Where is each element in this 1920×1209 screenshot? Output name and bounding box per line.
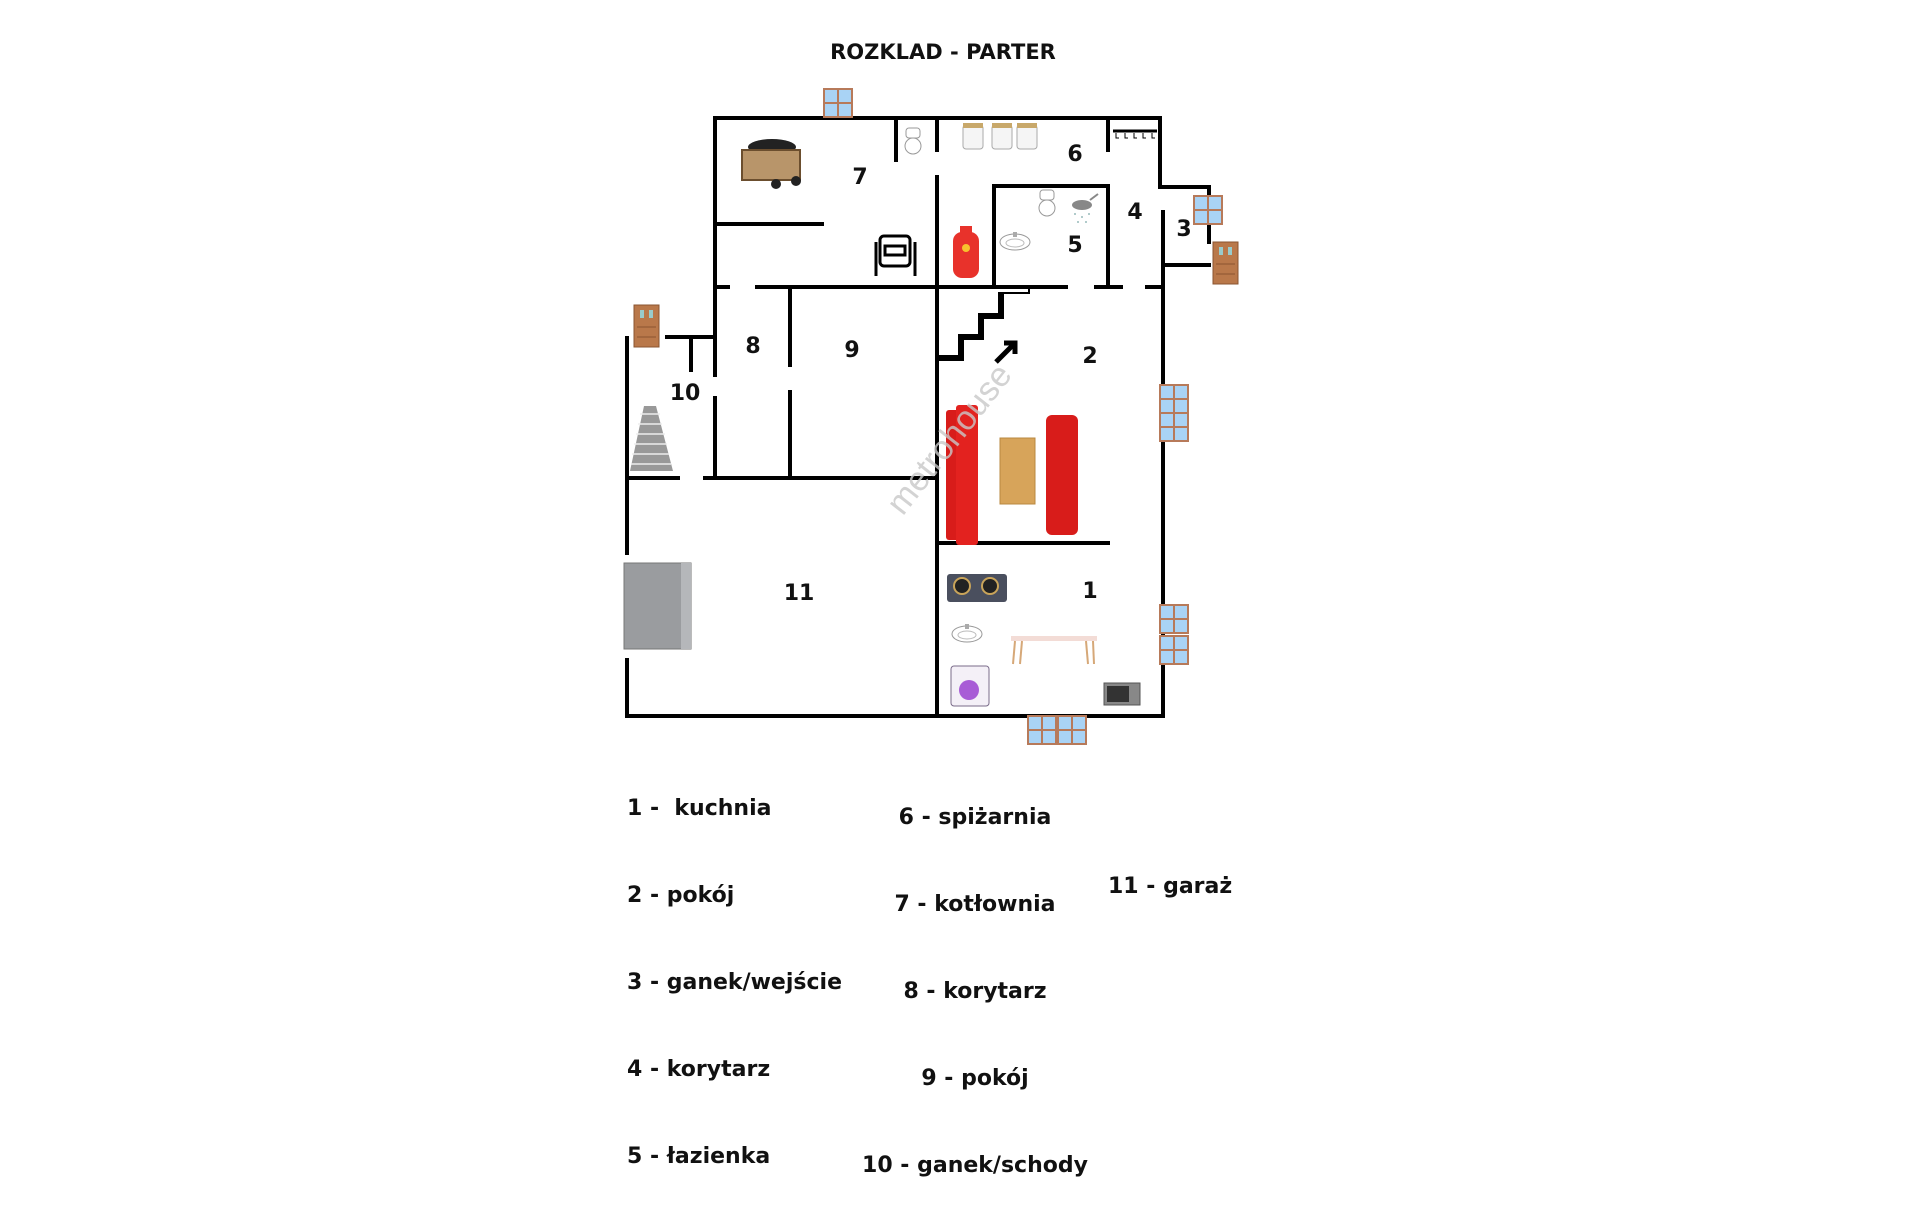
window-icon <box>1159 384 1189 414</box>
window-icon <box>1057 715 1087 745</box>
walls <box>625 116 1211 718</box>
coat-hooks-icon <box>1113 129 1157 139</box>
legend-item: 9 - pokój <box>921 1066 1029 1091</box>
legend-item: 1 - kuchnia <box>627 796 772 821</box>
boiler-icon <box>874 234 917 276</box>
room-6-label: 6 <box>1067 142 1082 167</box>
jars-icon <box>962 123 1038 150</box>
legend-item: 7 - kotłownia <box>894 892 1056 917</box>
sofa-icon <box>946 405 1078 545</box>
door-icon <box>1212 241 1239 285</box>
stove-icon <box>947 574 1007 602</box>
shower-icon <box>1072 193 1099 223</box>
room-10-label: 10 <box>670 381 701 406</box>
sink-icon <box>951 623 983 643</box>
room-1-label: 1 <box>1082 579 1097 604</box>
sink-icon <box>999 231 1031 251</box>
legend-col-1: 1 - kuchnia 2 - pokój 3 - ganek/wejście … <box>627 740 842 1200</box>
legend-item: 10 - ganek/schody <box>862 1153 1088 1178</box>
legend-item: 4 - korytarz <box>627 1057 771 1082</box>
arrow-up-icon <box>994 340 1018 364</box>
table-icon <box>1011 636 1097 665</box>
coal-cart-icon <box>741 139 801 189</box>
window-icon <box>823 88 853 118</box>
coffee-table-icon <box>999 437 1036 505</box>
legend-item: 6 - spiżarnia <box>898 805 1052 830</box>
room-9-label: 9 <box>844 338 859 363</box>
room-11-label: 11 <box>784 581 815 606</box>
window-icon <box>1159 412 1189 442</box>
garage-door-icon <box>623 562 692 650</box>
stairs-icon <box>937 287 1030 361</box>
toilet-icon <box>904 127 922 155</box>
room-7-label: 7 <box>852 165 867 190</box>
door-icon <box>633 304 660 348</box>
room-8-label: 8 <box>745 334 760 359</box>
legend-item: 8 - korytarz <box>903 979 1047 1004</box>
window-icon <box>1159 635 1189 665</box>
legend-col-3: 11 - garaż <box>1108 818 1232 930</box>
legend-item: 11 - garaż <box>1108 874 1233 899</box>
plan-title: ROZKLAD - PARTER <box>830 40 1056 64</box>
legend-item: 2 - pokój <box>627 883 735 908</box>
toilet-icon <box>1038 189 1056 217</box>
floor-plan: 7 6 4 3 5 8 9 2 10 11 1 <box>623 88 1239 745</box>
window-icon <box>1193 195 1223 225</box>
legend-item: 3 - ganek/wejście <box>627 970 842 995</box>
legend-col-2: 6 - spiżarnia 7 - kotłownia 8 - korytarz… <box>845 749 1105 1209</box>
gas-cylinder-icon <box>953 226 979 278</box>
legend-item: 5 - łazienka <box>627 1144 771 1169</box>
stairs-10-icon <box>630 406 673 471</box>
washing-machine-icon <box>950 665 990 707</box>
window-icon <box>1159 604 1189 634</box>
window-icon <box>1027 715 1057 745</box>
room-5-label: 5 <box>1067 233 1082 258</box>
room-2-label: 2 <box>1082 344 1097 369</box>
room-4-label: 4 <box>1127 200 1142 225</box>
microwave-icon <box>1103 682 1141 706</box>
room-3-label: 3 <box>1176 217 1191 242</box>
